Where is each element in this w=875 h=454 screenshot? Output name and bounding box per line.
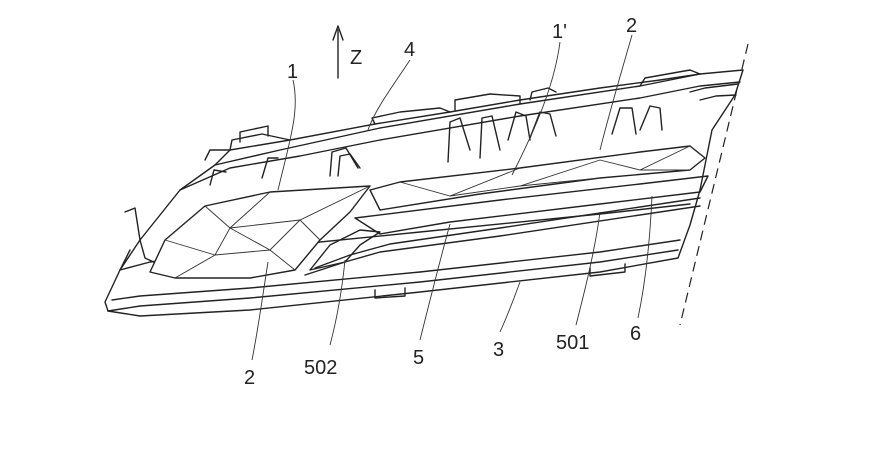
top-frame [179,69,741,191]
ref-6: 6 [630,323,641,345]
reflector-1-prime [369,145,706,211]
light-guide-5 [354,175,709,235]
ref-502: 502 [304,357,337,379]
ref-501: 501 [556,332,589,354]
ref-3: 3 [493,339,504,361]
z-axis-arrow [332,25,344,79]
leader-lines [251,34,653,361]
ref-1: 1 [287,61,298,83]
reflector-1 [149,185,371,279]
ref-2-bottom: 2 [244,367,255,389]
ref-1-prime: 1' [552,21,567,43]
ref-5: 5 [413,347,424,369]
ref-2-top: 2 [626,15,637,37]
ref-4: 4 [404,39,415,61]
z-axis-label: Z [350,47,362,69]
